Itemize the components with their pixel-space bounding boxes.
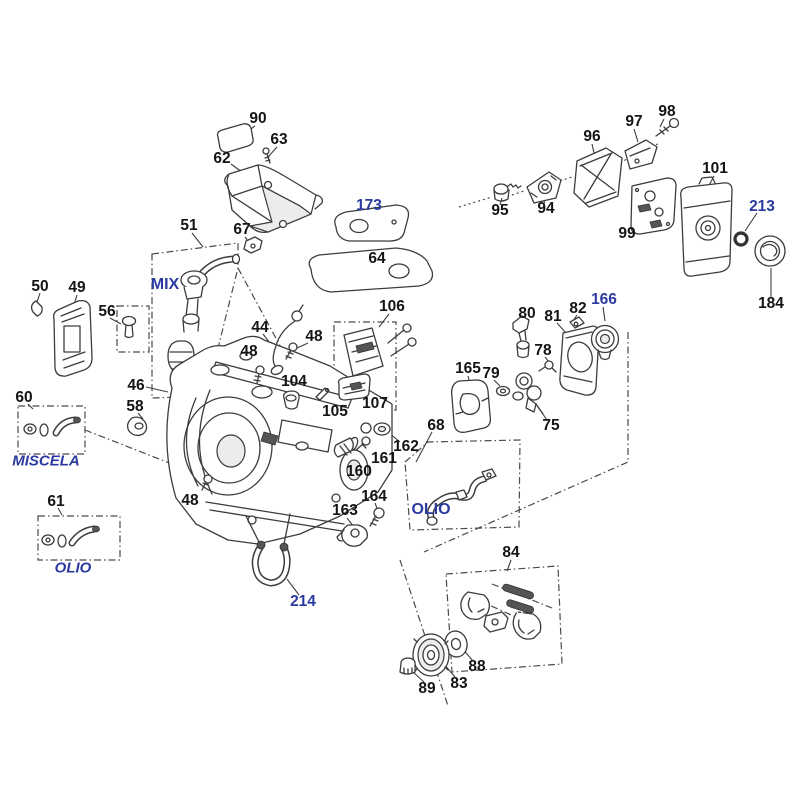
screw-98 [655, 117, 680, 137]
connector-line [84, 429, 173, 465]
clutch-hub [483, 611, 509, 633]
gasket-173 [334, 204, 410, 242]
olio-box-68 [404, 439, 521, 531]
assembly-axis-dots [458, 141, 661, 208]
clutch-springs [502, 583, 535, 618]
fuel-pickup-assembly [167, 253, 241, 376]
clutch-shoe-left [460, 591, 491, 620]
gasket-64 [308, 247, 434, 293]
grommet-104 [283, 390, 300, 410]
bracket-67 [243, 236, 263, 254]
screw-63 [262, 147, 271, 164]
side-plate-81 [559, 325, 600, 396]
top-cover-plate-62 [224, 164, 324, 234]
grommet-56 [121, 315, 137, 339]
manifold-block-107 [337, 373, 371, 401]
bearing-89 [399, 657, 416, 675]
washer-79 [495, 385, 511, 397]
miscela-vent-parts [23, 416, 81, 437]
cover-plate-165 [451, 379, 492, 433]
olio-box-61 [37, 515, 121, 561]
muffler-body-96 [573, 147, 623, 208]
deflector-97 [624, 139, 658, 170]
hook-50 [30, 300, 43, 317]
grommet-box-56 [116, 305, 150, 353]
pin-105 [315, 387, 330, 401]
muffler-cover-101 [680, 176, 733, 277]
screw-48-top [285, 342, 298, 360]
spring-detail [507, 183, 522, 189]
side-bracket-49 [52, 299, 93, 377]
sleeve-160 [333, 436, 359, 458]
muffler-plate-99 [630, 177, 677, 235]
pump-body-163 [336, 524, 368, 547]
clip-82 [569, 316, 585, 329]
fuel-hose-214 [251, 540, 291, 587]
mix-tank-box [151, 242, 239, 399]
carburetor-plate-106 [343, 323, 417, 377]
connector-line [399, 559, 449, 707]
screw-48-bottom [201, 474, 213, 491]
bolt-78 [538, 360, 557, 373]
clutch-drum-83 [412, 633, 450, 677]
crankcase [166, 335, 393, 545]
throttle-rod-44 [270, 304, 304, 376]
ring-162 [373, 422, 391, 436]
cap-184 [754, 235, 786, 267]
connector-line [423, 332, 629, 553]
screw-48-left [253, 365, 265, 384]
screw-164 [369, 507, 385, 527]
o-ring-213 [733, 231, 749, 247]
worm-gear-166 [590, 324, 620, 361]
oil-pump-75 [512, 372, 544, 415]
top-cover-gasket-90 [216, 123, 254, 153]
clutch-shoe-right [512, 611, 542, 640]
spacer-95 [493, 183, 510, 202]
olio-vent-parts [41, 525, 100, 548]
lever-80 [512, 315, 530, 359]
clip-58 [126, 416, 148, 437]
carb-block-94 [526, 171, 562, 204]
oil-hose-assembly-68 [426, 468, 497, 526]
screw-161 [355, 436, 371, 451]
